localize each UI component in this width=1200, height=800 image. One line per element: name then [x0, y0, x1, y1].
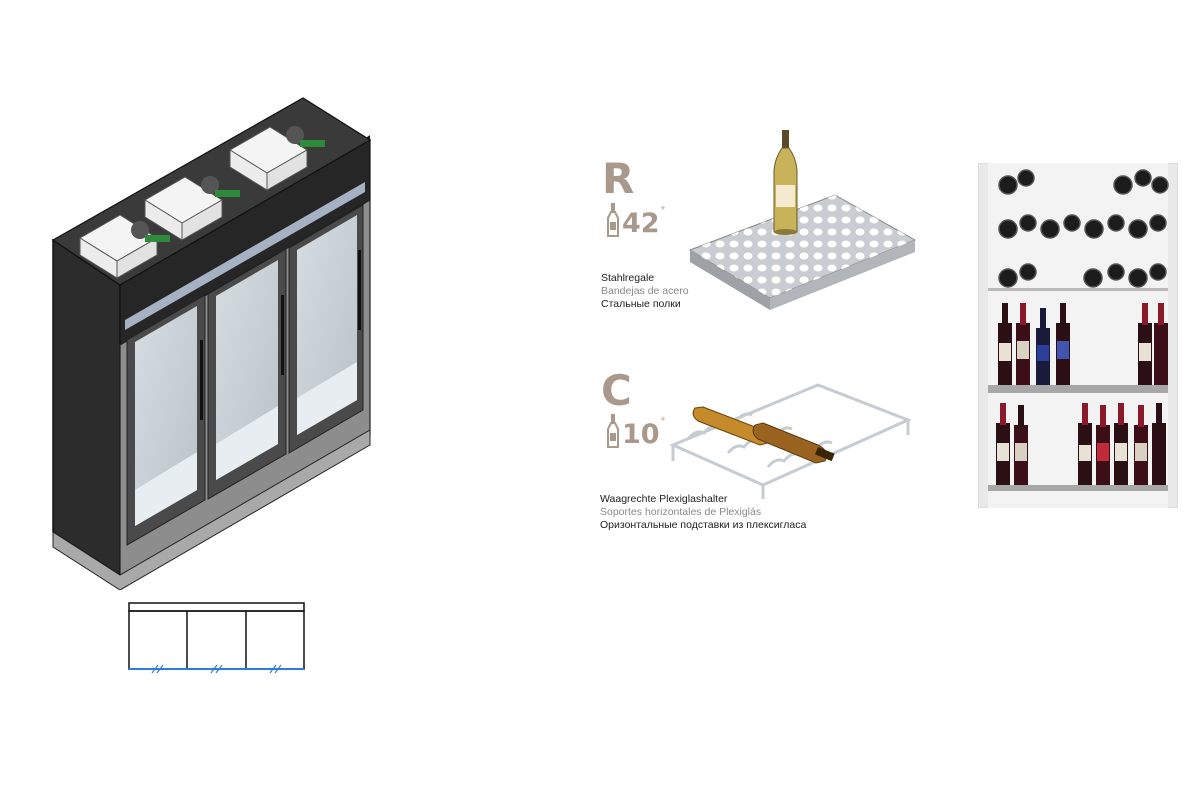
- capacity-row-c: 10 *: [606, 414, 665, 448]
- plexiglass-holder-image: [669, 383, 912, 499]
- option-label-r: Stahlregale Bandejas de acero Стальные п…: [601, 272, 689, 311]
- floor-plan-diagram: [128, 602, 305, 674]
- bottle-icon: [607, 414, 619, 448]
- capacity-value: 10: [622, 419, 660, 450]
- asterisk: *: [660, 203, 666, 217]
- steel-shelf-image: [688, 130, 917, 310]
- label-es: Soportes horizontales de Plexiglás: [600, 506, 762, 518]
- label-ru: Стальные полки: [601, 298, 681, 310]
- asterisk: *: [660, 414, 666, 428]
- capacity-row-r: 42 *: [606, 203, 665, 237]
- wine-cabinet-illustration: [51, 97, 372, 590]
- compressor-unit: [229, 126, 325, 191]
- label-es: Bandejas de acero: [601, 285, 689, 297]
- bottle-icon: [607, 203, 619, 237]
- glass-door: [288, 204, 364, 454]
- glass-door: [126, 294, 206, 546]
- label-de: Stahlregale: [601, 272, 655, 284]
- compressor-unit: [79, 214, 170, 279]
- capacity-value: 42: [622, 208, 660, 239]
- label-de: Waagrechte Plexiglashalter: [600, 493, 728, 505]
- label-ru: Оризонтальные подставки из плексигласа: [600, 519, 807, 531]
- glass-door: [207, 248, 287, 500]
- option-code-r: R: [602, 154, 635, 203]
- wine-shelving-photo: [978, 163, 1178, 508]
- option-label-c: Waagrechte Plexiglashalter Soportes hori…: [600, 493, 806, 532]
- compressor-unit: [144, 176, 240, 241]
- option-code-c: C: [601, 366, 632, 415]
